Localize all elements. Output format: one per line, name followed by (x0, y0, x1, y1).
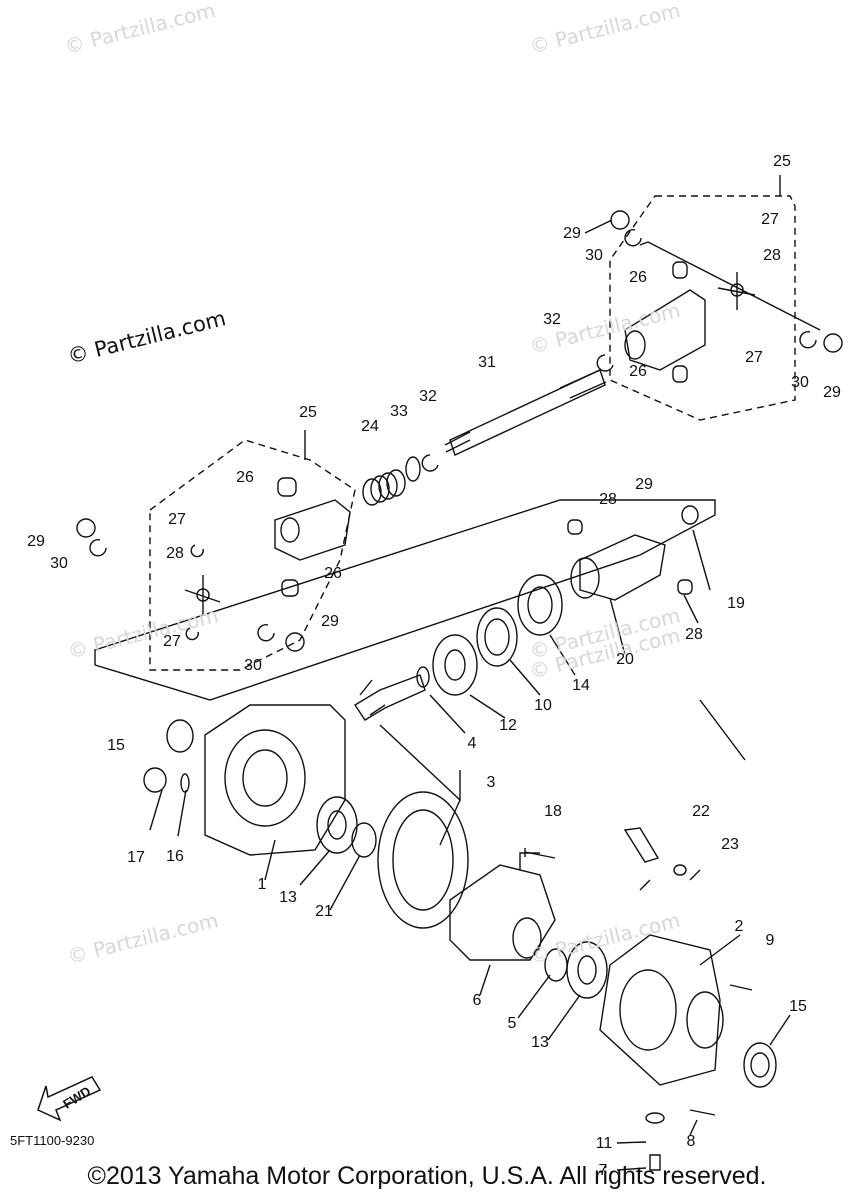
callout: 13 (531, 1034, 549, 1051)
bearing-13-right (566, 941, 608, 999)
part-code: 5FT1100-9230 (10, 1133, 95, 1148)
bolt-9 (729, 984, 753, 991)
ring-14 (517, 574, 563, 636)
callout: 18 (544, 803, 562, 820)
callout: 29 (27, 533, 45, 550)
callout: 29 (563, 225, 581, 242)
callout: 26 (629, 363, 647, 380)
callout: 29 (823, 384, 841, 401)
fwd-arrow (37, 1076, 102, 1122)
dashed-box-upper-right (609, 195, 796, 421)
callout: 23 (721, 836, 739, 853)
callout: 27 (761, 211, 779, 228)
callout: 30 (585, 247, 603, 264)
cross-joint-left (184, 575, 221, 615)
washer-11 (645, 1112, 665, 1124)
callout: 28 (685, 626, 703, 643)
callout: 30 (791, 374, 809, 391)
callout: 14 (572, 677, 590, 694)
callout: 31 (478, 354, 496, 371)
differential-6 (449, 864, 556, 961)
shim-21 (351, 822, 377, 858)
bearing-12 (432, 634, 478, 696)
seal-10 (476, 607, 518, 667)
callout: 5 (507, 1015, 517, 1032)
callout: 27 (163, 633, 181, 650)
callout: 26 (236, 469, 254, 486)
callout: 10 (534, 697, 552, 714)
washer-33 (405, 456, 421, 482)
yoke-left (274, 477, 351, 597)
callout: 15 (789, 998, 807, 1015)
callout: 12 (499, 717, 517, 734)
pinion-gear (354, 666, 430, 721)
coupling-20 (567, 505, 699, 601)
cap-29-left (76, 518, 96, 538)
callout: 22 (692, 803, 710, 820)
callout: 24 (361, 418, 379, 435)
callout: 2 (734, 918, 744, 935)
housing-right (599, 934, 724, 1086)
callout: 9 (765, 932, 775, 949)
callout: 29 (635, 476, 653, 493)
callout: 4 (467, 735, 477, 752)
housing-left (143, 704, 346, 856)
plug-7 (649, 1154, 661, 1171)
bearing-13-left (316, 796, 358, 854)
callout: 17 (127, 849, 145, 866)
callout: 30 (244, 657, 262, 674)
dashed-box-left (149, 439, 356, 671)
callout: 1 (257, 876, 267, 893)
cap-29-lower-left (285, 632, 305, 652)
callout: 32 (543, 311, 561, 328)
callout: 13 (279, 889, 297, 906)
callout: 32 (419, 388, 437, 405)
callout: 3 (486, 774, 496, 791)
callout: 19 (727, 595, 745, 612)
callout: 8 (686, 1133, 696, 1150)
callout: 6 (472, 992, 482, 1009)
callout: 28 (763, 247, 781, 264)
cross-joint-right (717, 272, 756, 310)
assembly-bracket-line (94, 499, 716, 701)
cap-29-right (823, 333, 843, 353)
ring-gear (377, 791, 469, 929)
callout: 20 (616, 651, 634, 668)
callout: 27 (168, 511, 186, 528)
callout: 16 (166, 848, 184, 865)
callout: 15 (107, 737, 125, 754)
yoke-right (624, 261, 706, 383)
callout: 30 (50, 555, 68, 572)
callout: 7 (598, 1162, 608, 1179)
callout: 29 (321, 613, 339, 630)
copyright-notice: ©2013 Yamaha Motor Corporation, U.S.A. A… (87, 1162, 767, 1190)
bolt-8 (689, 1109, 716, 1116)
callout: 25 (773, 153, 791, 170)
cap-29-top (610, 210, 630, 230)
callout: 28 (599, 491, 617, 508)
clip-32-left (421, 454, 439, 472)
callout: 27 (745, 349, 763, 366)
pin-22 (623, 827, 660, 863)
callout: 21 (315, 903, 333, 920)
drive-shaft (444, 369, 607, 456)
callout: 33 (390, 403, 408, 420)
callout: 11 (595, 1135, 613, 1152)
callout: 26 (324, 565, 342, 582)
callout: 28 (166, 545, 184, 562)
clip-23 (673, 864, 687, 876)
seal-15-right (743, 1042, 777, 1088)
callout: 25 (299, 404, 317, 421)
clip-32-right (596, 354, 614, 372)
spring (362, 469, 406, 506)
callout: 26 (629, 269, 647, 286)
